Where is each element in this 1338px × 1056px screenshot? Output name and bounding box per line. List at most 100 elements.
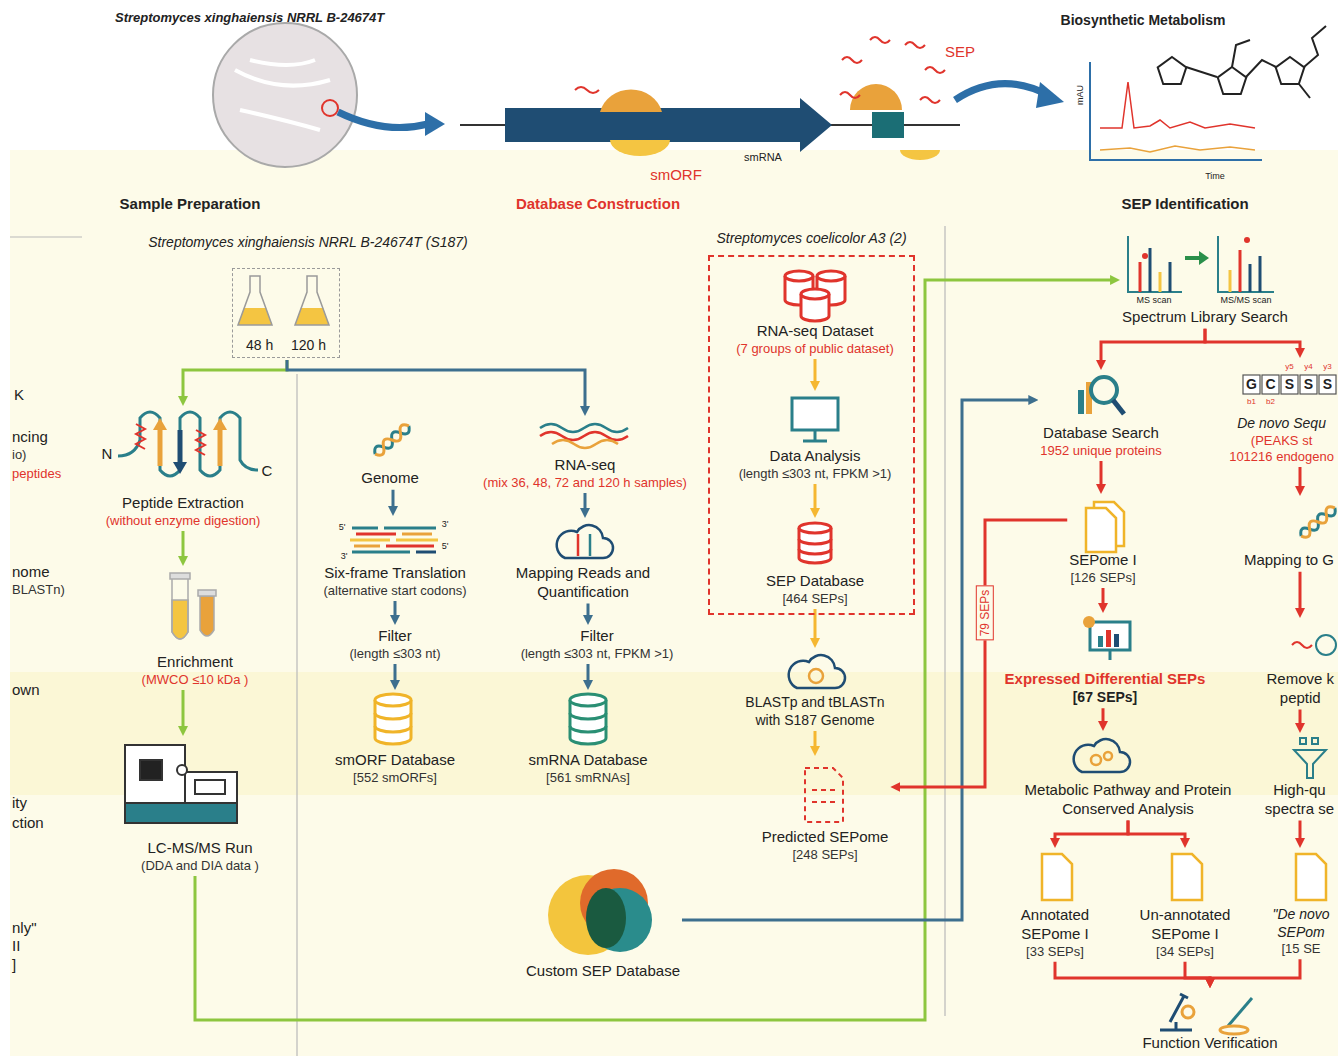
connector — [1055, 821, 1128, 843]
text-label: ction — [12, 814, 44, 832]
illustration-part — [1300, 738, 1306, 744]
illustration-part — [1186, 67, 1217, 77]
illustration-part — [1298, 504, 1338, 540]
illustration-part — [1086, 508, 1116, 552]
illustration-part — [1160, 994, 1192, 1030]
illustration-part — [789, 655, 845, 688]
node-text: (MWCO ≤10 kDa ) — [142, 672, 249, 688]
illustration-part — [575, 87, 599, 93]
illustration-part — [1298, 504, 1338, 540]
illustration-part — [1239, 250, 1242, 292]
text-label: N — [102, 445, 113, 463]
illustration-part — [375, 694, 411, 706]
illustration-part — [173, 462, 187, 474]
illustration-part — [1244, 237, 1250, 243]
node-text: (length ≤303 nt, FPKM >1) — [739, 466, 892, 482]
illustration-part — [1259, 256, 1262, 292]
node-text: (mix 36, 48, 72 and 120 h samples) — [483, 475, 687, 491]
illustration-part — [372, 422, 412, 458]
connector — [287, 360, 585, 410]
node-text: [34 SEPs] — [1133, 944, 1238, 960]
illustration-part — [1299, 84, 1310, 98]
node-text: High-qu — [1265, 781, 1334, 800]
node-text: smORF Database — [335, 751, 455, 770]
text-label: ity — [12, 794, 27, 812]
illustration-part — [352, 527, 378, 530]
process-step: Custom SEP Database — [526, 872, 680, 981]
illustration-part — [552, 440, 618, 448]
connector — [896, 520, 1067, 787]
process-step: Mapping to G — [1244, 498, 1334, 570]
illustration-part — [789, 655, 845, 688]
illustration-part — [396, 539, 438, 542]
illustration-part — [905, 42, 925, 48]
text-label: io) — [12, 447, 26, 463]
illustration-part — [1128, 236, 1274, 292]
illustration-part — [1220, 1026, 1248, 1034]
node-text: RNA-seq — [483, 456, 687, 475]
text-label: MS/MS scan — [1220, 295, 1271, 306]
time-label: 48 h — [246, 337, 273, 355]
illustration-part — [799, 523, 831, 533]
connector — [1128, 821, 1185, 843]
connector — [1185, 962, 1210, 982]
illustration-part — [295, 276, 329, 325]
text-label: y5 — [1285, 362, 1293, 372]
illustration-part — [1249, 264, 1252, 292]
text-label: own — [12, 681, 40, 699]
illustration-part — [1294, 750, 1326, 778]
process-step: Peptide Extraction(without enzyme digest… — [106, 408, 261, 529]
illustration-part — [350, 539, 390, 542]
illustration-part — [785, 271, 845, 563]
process-step: High-quspectra se — [1265, 735, 1334, 819]
node-text: [126 SEPs] — [1069, 570, 1137, 586]
text-label: 3' — [341, 551, 348, 562]
illustration-part — [170, 573, 216, 639]
illustration-part — [577, 534, 580, 556]
illustration-part — [1104, 752, 1112, 760]
illustration-part — [238, 276, 329, 325]
process-step: RNA-seq(mix 36, 48, 72 and 120 h samples… — [483, 418, 687, 491]
illustration-part — [803, 440, 827, 443]
illustration-part — [610, 140, 670, 156]
node-text: (PEAKS st — [1229, 433, 1334, 449]
process-step: Database Search1952 unique proteins — [1040, 372, 1161, 459]
node-text: Data Analysis — [739, 447, 892, 466]
time-label: 120 h — [291, 337, 326, 355]
illustration-part — [872, 112, 904, 138]
illustration-part — [1100, 82, 1255, 128]
illustration-part — [195, 780, 225, 794]
node-text: spectra se — [1265, 800, 1334, 819]
illustration-part — [1229, 270, 1232, 292]
illustration-part — [1199, 251, 1209, 265]
connector — [182, 690, 185, 730]
illustration-part — [1139, 262, 1142, 292]
illustration-part — [1074, 739, 1130, 772]
node-text: (length ≤303 nt, FPKM >1) — [521, 646, 674, 662]
illustration-part — [1243, 375, 1260, 394]
illustration-part — [1098, 636, 1103, 647]
text-label: SEP — [945, 43, 975, 61]
node-text: [552 smORFs] — [335, 770, 455, 786]
illustration-part — [1185, 256, 1200, 260]
connector — [182, 531, 185, 560]
node-text: Genome — [361, 469, 419, 488]
illustration-part — [792, 398, 838, 441]
illustration-part — [840, 37, 945, 103]
node-text: RNA-seq Dataset — [736, 322, 894, 341]
node-text: Mapping to G — [1244, 551, 1334, 570]
illustration-part — [172, 578, 188, 639]
illustration-part — [1246, 60, 1276, 77]
illustration-part — [1218, 236, 1274, 292]
illustration-part — [402, 533, 432, 536]
text-label: G — [1246, 376, 1257, 393]
node-text: Custom SEP Database — [526, 962, 680, 981]
illustration-part — [570, 713, 606, 732]
illustration-part — [1142, 253, 1148, 259]
illustration-part — [801, 289, 829, 299]
node-text: (7 groups of public dataset) — [736, 341, 894, 357]
illustration-part — [235, 60, 330, 130]
node-text: "De novo SEPom — [1268, 906, 1334, 941]
process-step: Predicted SEPome[248 SEPs] — [762, 758, 889, 863]
illustration-part — [118, 412, 258, 476]
